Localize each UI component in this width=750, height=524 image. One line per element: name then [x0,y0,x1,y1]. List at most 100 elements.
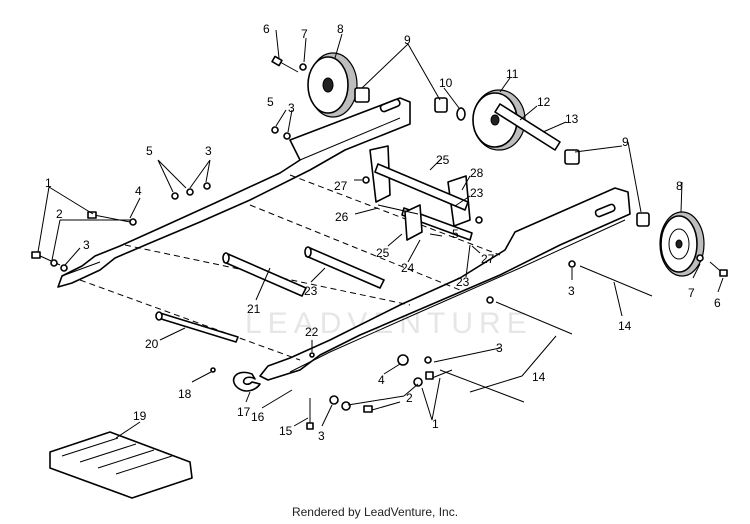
long-bolt [579,265,653,297]
footer-credit: Rendered by LeadVenture, Inc. [291,505,459,519]
spacer-block [636,212,650,227]
callout-3: 3 [568,284,575,298]
nut [271,126,279,134]
slide-plate [49,431,193,499]
washer [568,260,576,268]
callout-9: 9 [404,33,411,47]
long-bolt [495,301,573,335]
callout-3: 3 [496,341,503,355]
callout-23: 23 [456,275,470,289]
alignment-line [79,279,301,361]
leader-lines [37,29,724,439]
callout-13: 13 [565,112,579,126]
callout-8: 8 [676,179,683,193]
pin [309,352,315,358]
spacer-block [434,97,448,113]
washer [486,296,494,304]
lower-rail [259,187,631,381]
washer [299,63,307,71]
long-bolt [439,369,525,403]
callout-11: 11 [506,67,519,81]
callout-14: 14 [618,319,632,333]
callout-7: 7 [688,286,695,300]
callout-10: 10 [439,76,453,90]
callout-15: 15 [279,424,293,438]
callout-21: 21 [247,302,261,316]
callout-1: 1 [45,176,52,190]
callout-17: 17 [237,405,251,419]
bolt [363,401,401,413]
callout-9: 9 [622,135,629,149]
callout-14: 14 [532,370,546,384]
torque-arm-bracket [369,145,473,241]
callout-3: 3 [288,101,295,115]
callout-5: 5 [146,144,153,158]
clip [232,371,261,392]
callout-3: 3 [83,238,90,252]
washer [129,218,137,226]
callout-2: 2 [406,391,413,405]
callout-20: 20 [145,337,159,351]
callout-24: 24 [401,261,415,275]
washer [696,254,704,262]
washer [60,264,68,272]
callout-19: 19 [133,409,147,423]
callout-22: 22 [305,325,319,339]
bolt [425,369,453,380]
nut [186,188,194,196]
washer [329,395,339,405]
nut [171,192,179,200]
callout-28: 28 [470,166,484,180]
washer [475,216,483,224]
callout-23: 23 [470,186,484,200]
spacer [397,354,409,366]
callout-4: 4 [378,373,385,387]
upper-rail [57,97,411,288]
bolt [87,211,131,223]
washer [341,401,351,411]
callout-12: 12 [537,95,551,109]
callout-27: 27 [334,179,348,193]
callout-3: 3 [318,429,325,443]
callout-18: 18 [178,387,192,401]
callout-8: 8 [337,22,344,36]
washer [283,132,291,140]
callout-4: 4 [135,184,142,198]
callout-16: 16 [251,410,265,424]
washer [50,259,58,267]
callout-27: 27 [481,252,495,266]
callout-23: 23 [304,284,318,298]
callout-25: 25 [376,246,390,260]
callout-labels: 6 7 8 9 10 11 12 13 9 5 3 5 3 1 4 2 3 25… [45,22,721,443]
alignment-line [249,204,461,291]
callout-1: 1 [432,417,439,431]
cross-shaft-23 [304,246,385,289]
spacer-block [354,87,370,103]
washer [413,377,423,387]
bolt [306,398,314,430]
pin [210,367,216,373]
washer [456,107,466,121]
idler-wheel-upper [307,52,358,118]
washer [362,176,370,184]
callout-25: 25 [436,153,450,167]
callout-5: 5 [267,95,274,109]
callout-6: 6 [263,22,270,36]
callout-26: 26 [335,210,349,224]
bolt [709,261,728,277]
idler-wheel-rear [472,89,561,151]
callout-7: 7 [301,27,308,41]
cross-shaft-20 [155,311,239,343]
bolt [271,55,299,73]
callout-3: 3 [205,144,212,158]
idler-wheel-lower [659,211,705,277]
washer [424,356,432,364]
cross-shaft-21 [222,252,307,297]
spacer-block [564,149,580,165]
callout-6: 6 [714,296,721,310]
callout-2: 2 [56,207,63,221]
alignment-line [289,174,501,256]
washer [203,182,211,190]
